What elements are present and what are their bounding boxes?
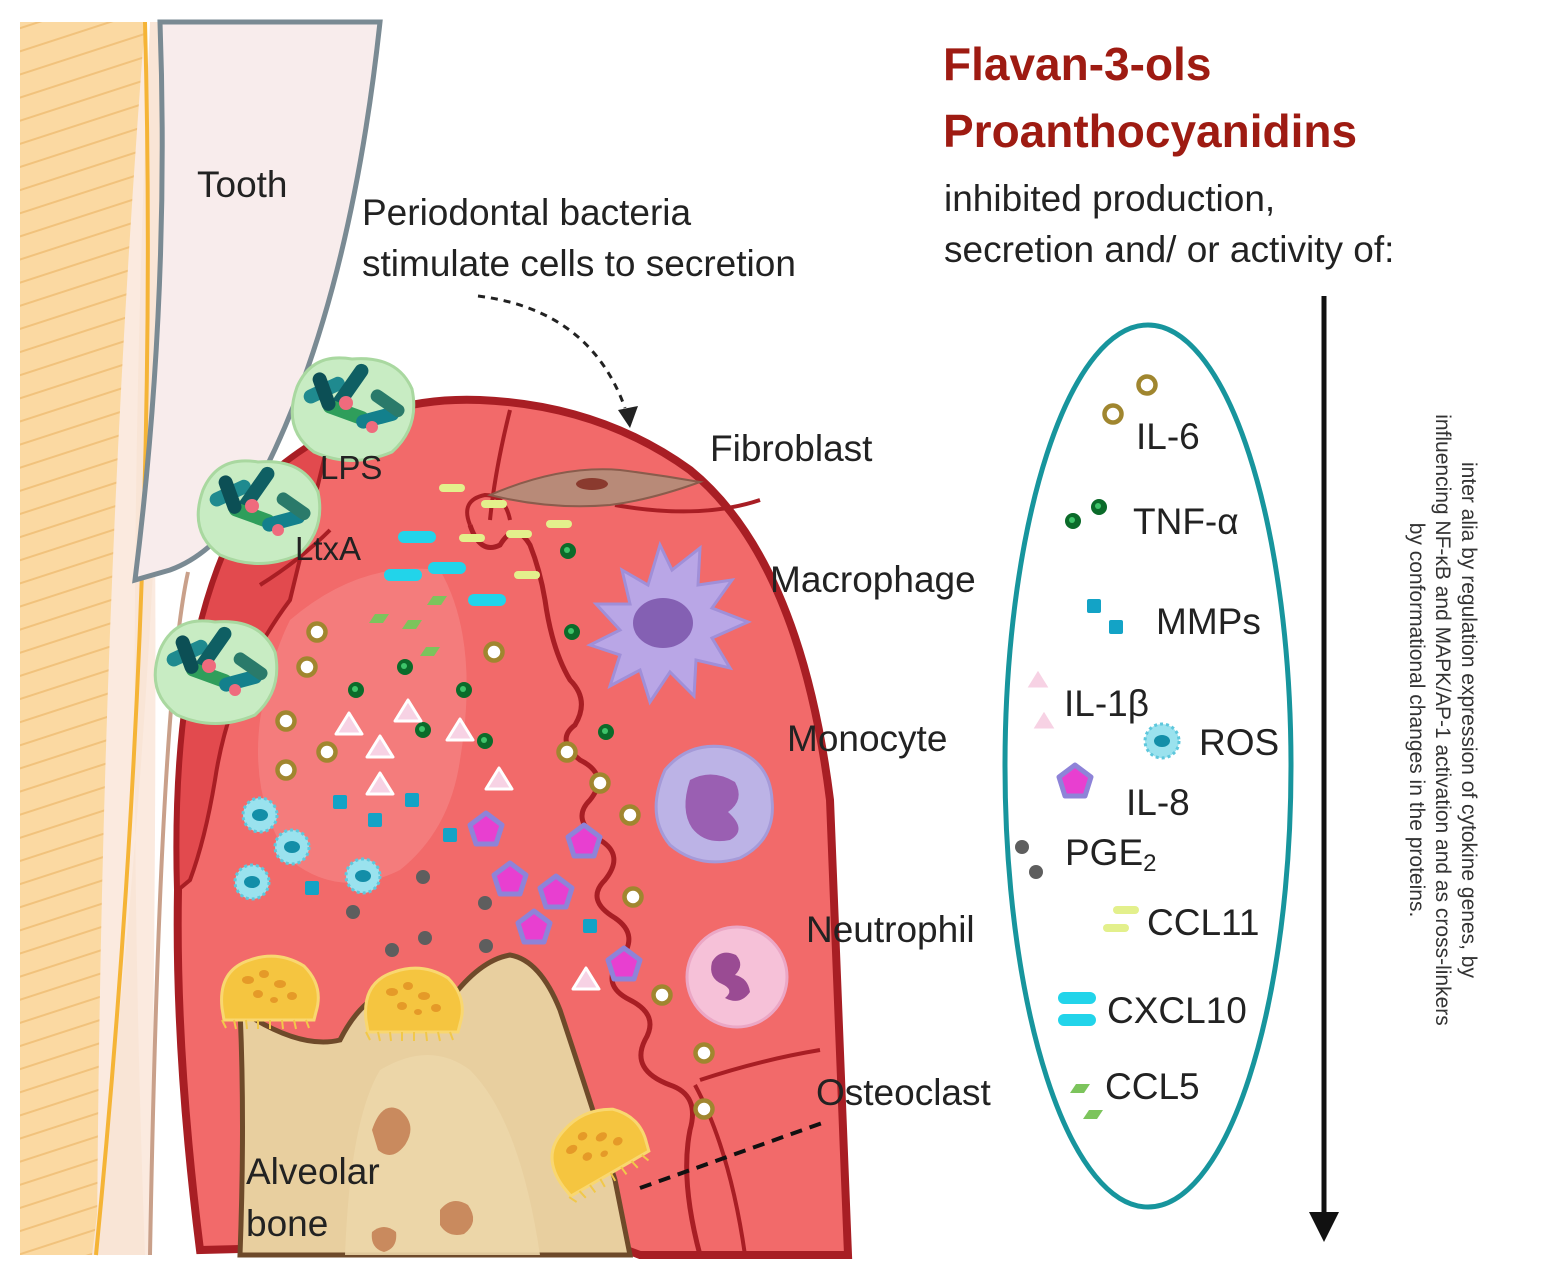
bone-marrow-spot-2 xyxy=(440,1201,474,1235)
mechanism-note-line1: inter alia by regulation expression of c… xyxy=(1457,462,1480,978)
root-cementum xyxy=(148,571,190,1256)
legend-il6-label: IL-6 xyxy=(1136,416,1200,457)
epithelial-ridge-top xyxy=(465,492,512,526)
legend: IL-6 TNF-α MMPs IL-1β ROS IL-8 PGE2 CCL1… xyxy=(1015,377,1279,1119)
tnf-icon-2 xyxy=(1091,499,1107,515)
tooth-label: Tooth xyxy=(197,164,288,205)
legend-il1b-label: IL-1β xyxy=(1064,683,1149,724)
monocyte-label: Monocyte xyxy=(787,718,947,759)
bone-marrow-spot-3 xyxy=(371,1227,397,1252)
stimulation-arrow xyxy=(477,294,627,409)
lps-label: LPS xyxy=(320,449,382,486)
legend-il8-label: IL-8 xyxy=(1126,782,1190,823)
pge2-icon-2 xyxy=(1029,865,1043,879)
legend-mmp-label: MMPs xyxy=(1156,601,1261,642)
mechanism-note-line3: by conformational changes in the protein… xyxy=(1405,523,1428,918)
mechanism-arrow-head xyxy=(1309,1212,1339,1242)
cxcl10-icon-2 xyxy=(1058,1014,1096,1026)
cell-boundary-3 xyxy=(699,1048,821,1082)
ros-icon xyxy=(1143,722,1181,760)
alveolar-bone-label-line2: bone xyxy=(246,1203,328,1244)
legend-tnf-label: TNF-α xyxy=(1133,501,1239,542)
mechanism-note: inter alia by regulation expression of c… xyxy=(1405,414,1480,1026)
legend-cxcl10-label: CXCL10 xyxy=(1107,990,1247,1031)
legend-ccl5-label: CCL5 xyxy=(1105,1066,1200,1107)
osteoclast-cell-2 xyxy=(364,966,464,1043)
il1b-icon xyxy=(1023,666,1053,691)
il8-icon xyxy=(1059,765,1091,796)
cxcl10-icon xyxy=(1058,992,1096,1004)
pge2-icon xyxy=(1015,840,1029,854)
neutrophil-nucleus xyxy=(711,952,750,1001)
bone-marrow-spot-1 xyxy=(372,1107,411,1155)
subtitle-line1: inhibited production, xyxy=(944,178,1275,219)
title-line1: Flavan-3-ols xyxy=(943,38,1211,90)
cell-boundary-2 xyxy=(258,528,332,587)
bacteria-label-line1: Periodontal bacteria xyxy=(362,192,692,233)
inhibited-mediators-ellipse xyxy=(1002,322,1294,1210)
osteoclast-label: Osteoclast xyxy=(816,1072,992,1113)
ccl5-icon-2 xyxy=(1083,1110,1103,1119)
mmp-icon xyxy=(1087,599,1101,613)
osteoclast-cell-1 xyxy=(220,954,320,1031)
ccl11-icon xyxy=(1113,906,1139,914)
cell-boundary-1 xyxy=(488,409,512,521)
legend-ros-label: ROS xyxy=(1199,722,1279,763)
fibroblast-label: Fibroblast xyxy=(710,428,873,469)
legend-ccl11-label: CCL11 xyxy=(1147,902,1259,943)
bacteria-cluster-1 xyxy=(290,356,416,462)
ltxa-label: LtxA xyxy=(295,530,361,567)
tnf-icon xyxy=(1065,513,1081,529)
ccl5-icon xyxy=(1070,1084,1090,1093)
osteoclast-pointer-line xyxy=(639,1120,826,1190)
il6-icon xyxy=(1139,377,1156,394)
macrophage-nucleus xyxy=(633,598,693,648)
subtitle-line2: secretion and/ or activity of: xyxy=(944,229,1394,270)
il6-icon-2 xyxy=(1105,406,1122,423)
mechanism-note-line2: influencing NF-κB and MAPK/AP-1 activati… xyxy=(1431,414,1454,1026)
stimulation-arrow-head xyxy=(618,406,638,428)
enamel-edge-line xyxy=(94,21,150,1256)
alveolar-bone-label-line1: Alveolar xyxy=(246,1151,380,1192)
cell-boundary-5 xyxy=(614,498,761,514)
monocyte-nucleus xyxy=(685,774,739,842)
fibroblast-nucleus xyxy=(576,478,608,490)
ccl11-icon-2 xyxy=(1103,924,1129,932)
alveolar-bone-inner xyxy=(345,1055,540,1255)
macrophage-label: Macrophage xyxy=(770,559,976,600)
title-line2: Proanthocyanidins xyxy=(943,105,1357,157)
bacteria-cluster-3 xyxy=(153,619,279,725)
neutrophil-label: Neutrophil xyxy=(806,909,975,950)
legend-pge2-label: PGE2 xyxy=(1065,832,1157,877)
epithelial-rete-ridge xyxy=(467,524,703,1256)
bacteria-label-line2: stimulate cells to secretion xyxy=(362,243,796,284)
il1b-icon-2 xyxy=(1029,707,1059,732)
mmp-icon-2 xyxy=(1109,620,1123,634)
